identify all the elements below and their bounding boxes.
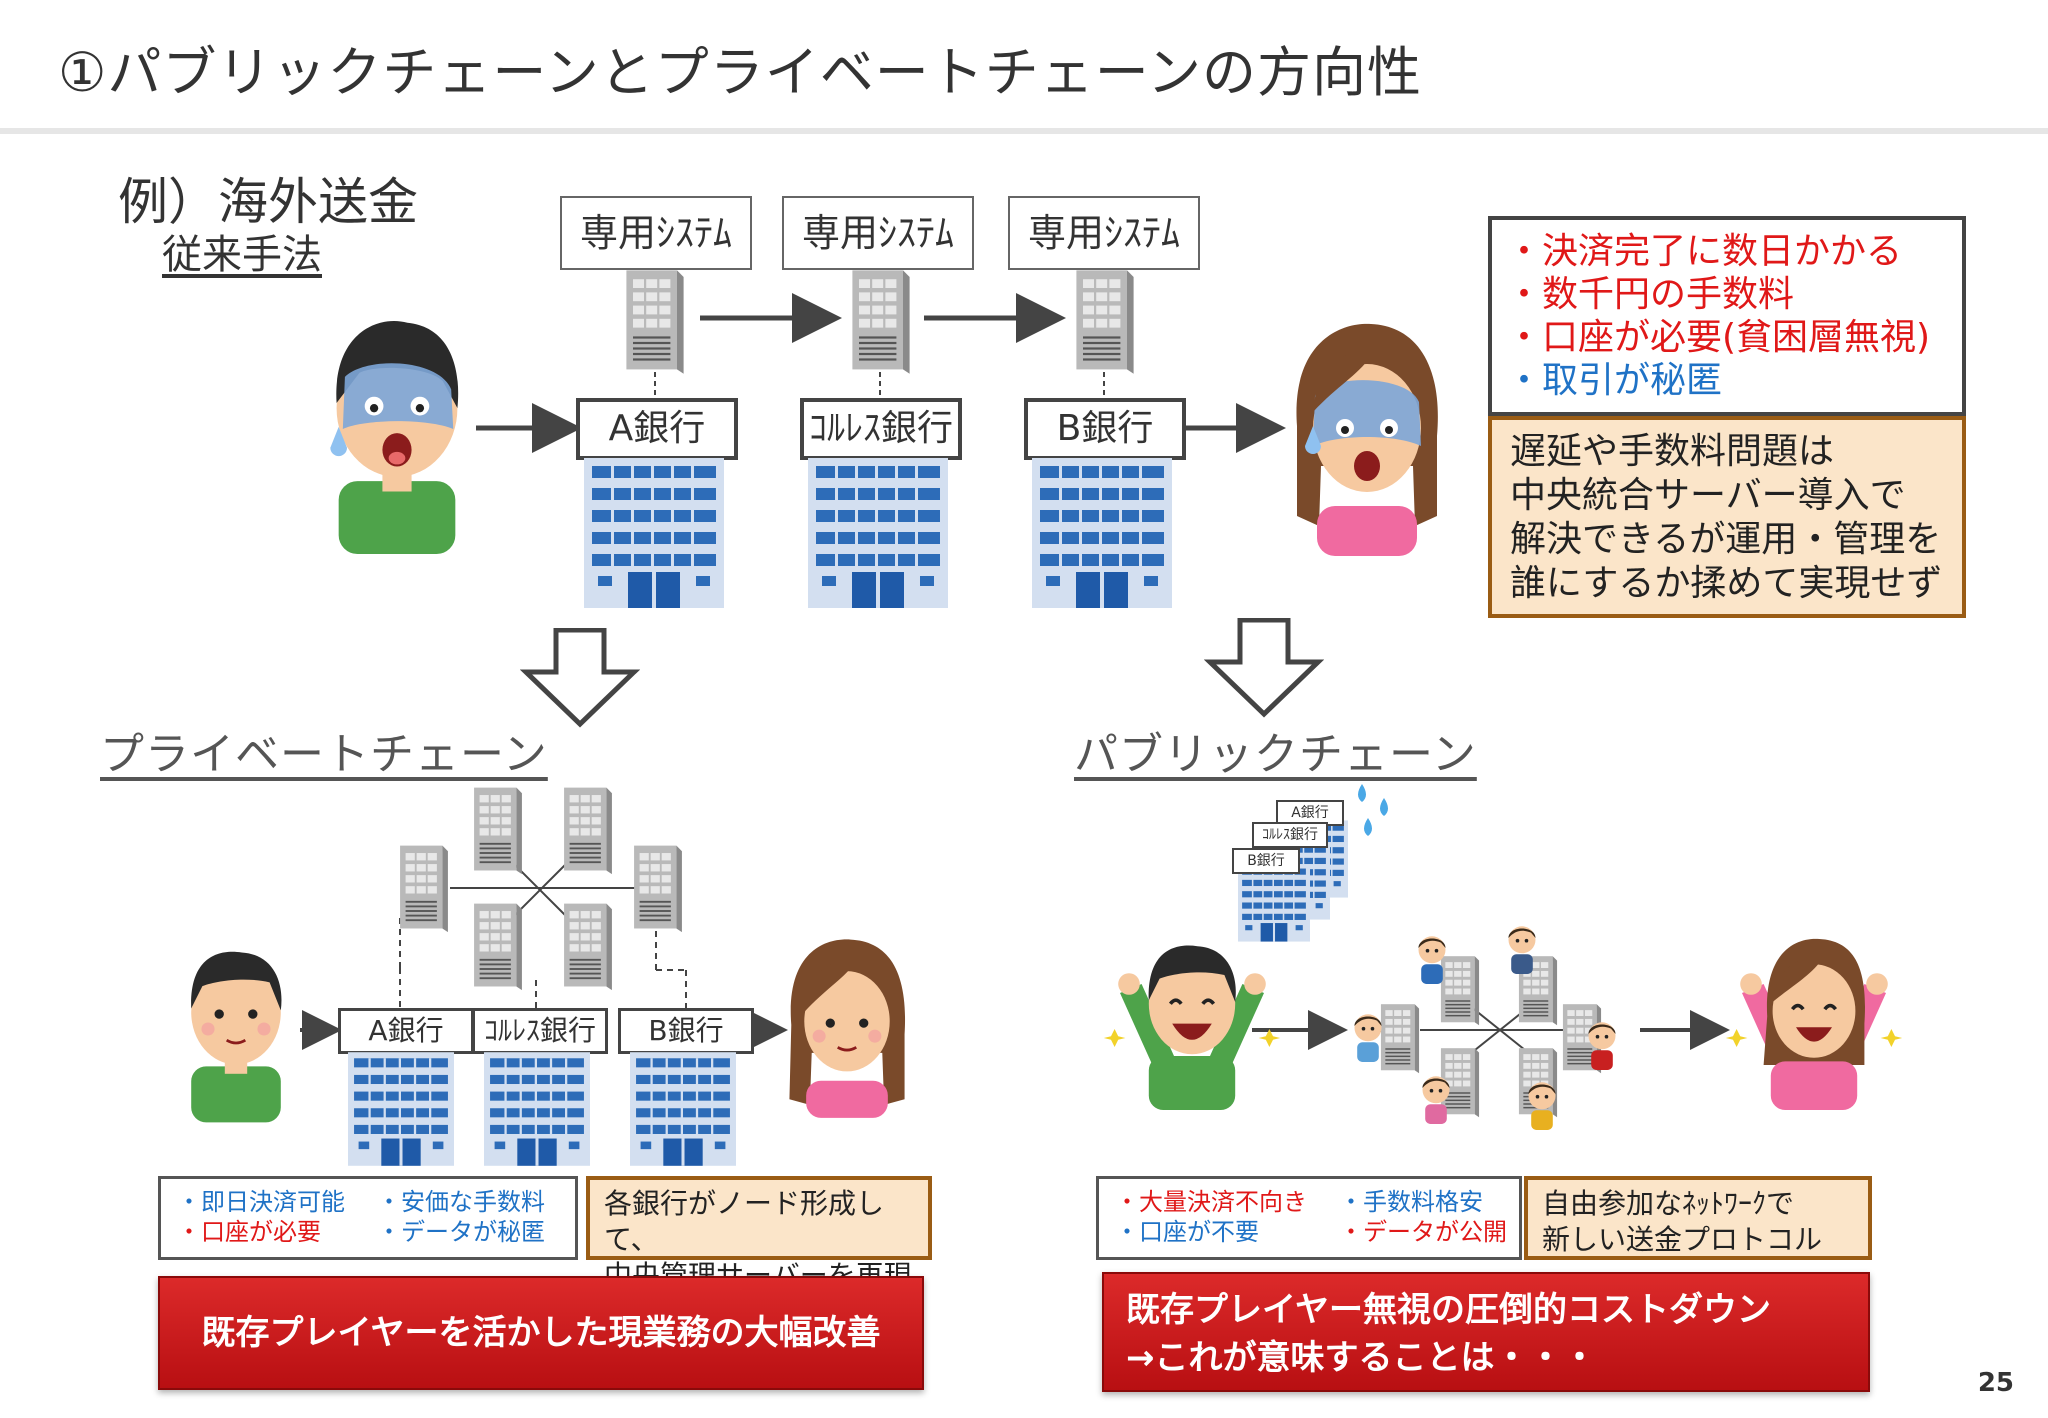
example-heading: 例）海外送金	[118, 173, 418, 231]
private-chain-heading: プライベートチェーン	[100, 729, 548, 780]
bank-label-b: B銀行	[1232, 848, 1300, 874]
title-divider	[0, 128, 2048, 134]
participant-icon	[1350, 1008, 1386, 1062]
participant-icon	[1584, 1016, 1620, 1070]
problem-item: ・数千円の手数料	[1506, 274, 1795, 315]
feature-item: ・大量決済不向き	[1115, 1188, 1307, 1216]
note-line: 解決できるが運用・管理を	[1510, 519, 1942, 560]
bank-label-b: B銀行	[1024, 398, 1186, 460]
banner-line: →これが意味することは・・・	[1126, 1338, 1597, 1378]
note-line: 自由参加なﾈｯﾄﾜｰｸで	[1542, 1187, 1795, 1220]
bank-label-b: B銀行	[618, 1008, 754, 1054]
feature-item: ・手数料格安	[1339, 1188, 1483, 1216]
bank-label-corres: ｺﾙﾚｽ銀行	[472, 1008, 608, 1054]
bank-label-corres: ｺﾙﾚｽ銀行	[800, 398, 962, 460]
feature-item: ・データが公開	[1339, 1218, 1507, 1246]
note-line: 遅延や手数料問題は	[1510, 431, 1835, 472]
system-label-a: 専用ｼｽﾃﾑ	[560, 196, 752, 270]
page-number: 25	[1977, 1368, 2014, 1398]
banner-line: 既存プレイヤー無視の圧倒的コストダウン	[1126, 1290, 1771, 1330]
system-label-corres: 専用ｼｽﾃﾑ	[782, 196, 974, 270]
bank-label-corres: ｺﾙﾚｽ銀行	[1252, 822, 1328, 848]
public-banner: 既存プレイヤー無視の圧倒的コストダウン →これが意味することは・・・	[1102, 1272, 1870, 1392]
bank-label-a: A銀行	[338, 1008, 474, 1054]
slide-title: ①パブリックチェーンとプライベートチェーンの方向性	[58, 41, 1423, 104]
problems-list: ・決済完了に数日かかる ・数千円の手数料 ・口座が必要(貧困層無視) ・取引が秘…	[1488, 216, 1966, 416]
problem-item: ・決済完了に数日かかる	[1506, 231, 1903, 272]
note-line: 誰にするか揉めて実現せず	[1510, 563, 1943, 604]
note-line: 各銀行がノード形成して、	[604, 1187, 885, 1256]
participant-icon	[1524, 1076, 1560, 1130]
participant-icon	[1418, 1070, 1454, 1124]
note-line: 新しい送金プロトコル	[1542, 1223, 1823, 1256]
feature-item: ・即日決済可能	[177, 1188, 345, 1216]
receiver-happy-icon	[1724, 930, 1904, 1110]
central-server-note: 遅延や手数料問題は 中央統合サーバー導入で 解決できるが運用・管理を 誰にするか…	[1488, 416, 1966, 618]
method-heading: 従来手法	[162, 232, 322, 278]
public-note: 自由参加なﾈｯﾄﾜｰｸで 新しい送金プロトコル	[1524, 1176, 1872, 1260]
public-features: ・大量決済不向き ・口座が不要 ・手数料格安 ・データが公開	[1096, 1176, 1522, 1260]
feature-item: ・安価な手数料	[377, 1188, 545, 1216]
feature-item: ・口座が不要	[1115, 1218, 1259, 1246]
sweat-drops-icon	[1358, 784, 1388, 836]
note-line: 中央統合サーバー導入で	[1510, 475, 1906, 516]
system-label-b: 専用ｼｽﾃﾑ	[1008, 196, 1200, 270]
participant-icon	[1504, 920, 1540, 974]
private-features: ・即日決済可能 ・口座が必要 ・安価な手数料 ・データが秘匿	[158, 1176, 578, 1260]
problem-item: ・取引が秘匿	[1506, 360, 1723, 401]
feature-item: ・口座が必要	[177, 1218, 321, 1246]
problem-item: ・口座が必要(貧困層無視)	[1506, 317, 1931, 358]
public-chain-heading: パブリックチェーン	[1074, 729, 1477, 780]
participant-icon	[1414, 930, 1450, 984]
private-note: 各銀行がノード形成して、 中央管理サーバーを再現	[586, 1176, 932, 1292]
sender-happy-icon	[1102, 930, 1282, 1110]
feature-item: ・データが秘匿	[377, 1218, 545, 1246]
private-banner: 既存プレイヤーを活かした現業務の大幅改善	[158, 1276, 924, 1390]
